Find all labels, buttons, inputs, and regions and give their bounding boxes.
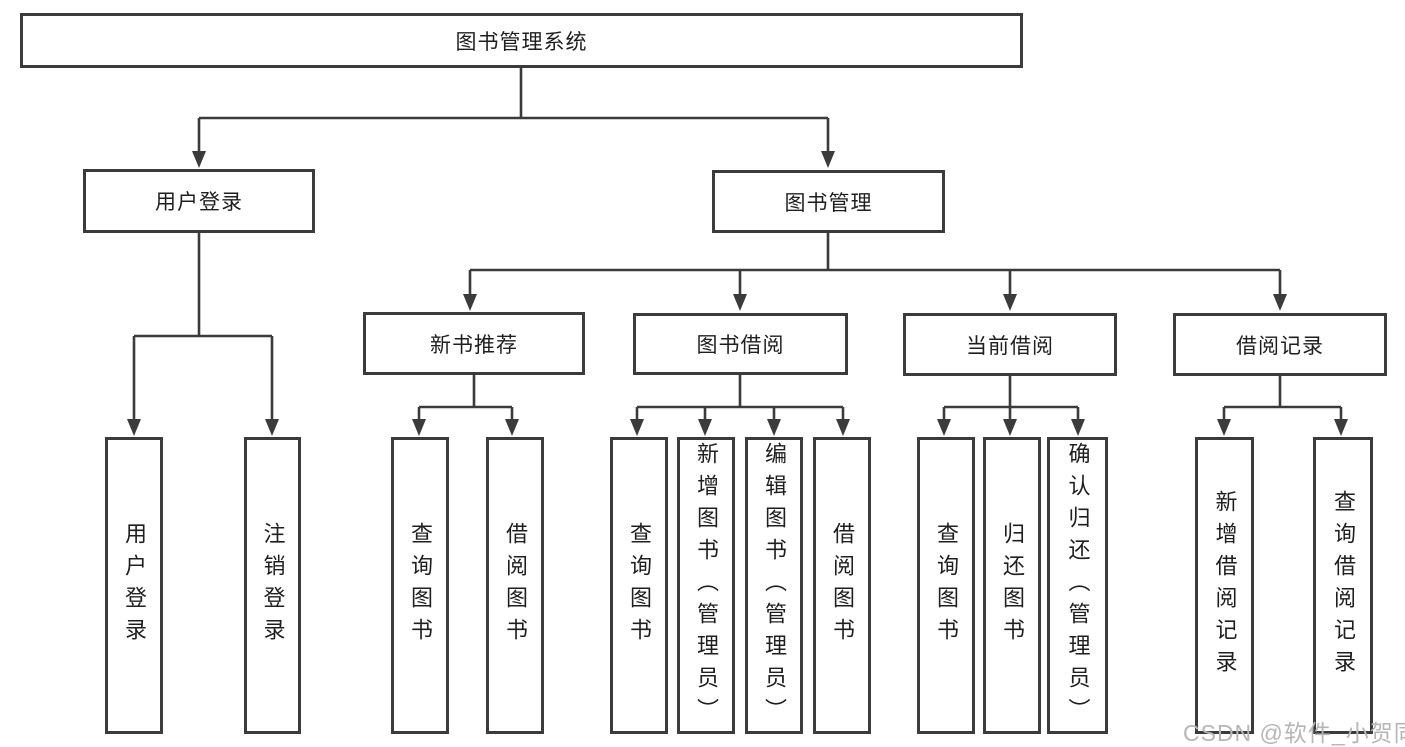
leaf-records-query-borrow-record-label: 查询借阅记录: [1331, 489, 1356, 682]
node-book-borrowing-label: 图书借阅: [696, 334, 785, 357]
leaf-logout: 注销登录: [244, 437, 301, 734]
node-new-book-recommendation: 新书推荐: [363, 312, 585, 375]
node-borrowing-records-label: 借阅记录: [1236, 334, 1324, 358]
connector-user-login-branch: [127, 233, 279, 436]
node-root-system: 图书管理系统: [20, 13, 1023, 68]
leaf-borrowing-borrow-books: 借阅图书: [813, 437, 871, 734]
leaf-records-query-borrow-record: 查询借阅记录: [1313, 437, 1373, 734]
node-book-management-label: 图书管理: [784, 191, 873, 215]
leaf-borrowing-query-books: 查询图书: [610, 437, 668, 734]
leaf-current-confirm-return-admin: 确认归还（管理员）: [1047, 437, 1108, 734]
connector-current-borrow-branch: [937, 375, 1085, 436]
node-book-management: 图书管理: [712, 170, 945, 233]
leaf-records-add-borrow-record: 新增借阅记录: [1195, 437, 1254, 734]
connector-book-mgmt-to-level3: [463, 233, 1287, 311]
connector-root-to-level2: [192, 68, 835, 168]
leaf-borrowing-add-books-admin-label: 新增图书（管理员）: [694, 441, 719, 730]
connector-book-borrow-branch: [630, 375, 850, 436]
leaf-newbook-borrow-books-label: 借阅图书: [503, 521, 528, 650]
connector-borrow-records-branch: [1217, 375, 1348, 436]
leaf-borrowing-edit-books-admin: 编辑图书（管理员）: [745, 437, 803, 734]
leaf-borrowing-add-books-admin: 新增图书（管理员）: [677, 437, 735, 734]
leaf-newbook-borrow-books: 借阅图书: [486, 437, 544, 734]
leaf-borrowing-edit-books-admin-label: 编辑图书（管理员）: [762, 441, 787, 730]
leaf-current-return-books: 归还图书: [983, 437, 1041, 734]
node-root-label: 图书管理系统: [455, 30, 588, 54]
leaf-current-query-books-label: 查询图书: [934, 521, 959, 650]
leaf-records-add-borrow-record-label: 新增借阅记录: [1212, 489, 1238, 682]
node-book-borrowing: 图书借阅: [633, 313, 848, 375]
leaf-newbook-query-books: 查询图书: [391, 437, 449, 734]
node-current-borrowing: 当前借阅: [903, 313, 1117, 376]
node-borrowing-records: 借阅记录: [1173, 313, 1387, 376]
leaf-current-query-books: 查询图书: [917, 437, 975, 734]
node-new-book-recommendation-label: 新书推荐: [430, 333, 518, 357]
leaf-borrowing-borrow-books-label: 借阅图书: [830, 521, 855, 650]
connector-new-book-branch: [412, 375, 519, 436]
csdn-watermark: CSDN @软件_小贺同学: [1183, 720, 1405, 746]
leaf-logout-label: 注销登录: [260, 521, 286, 650]
leaf-borrowing-query-books-label: 查询图书: [627, 521, 652, 650]
leaf-user-login-label: 用户登录: [122, 521, 147, 650]
node-user-login-label: 用户登录: [155, 191, 243, 214]
leaf-current-return-books-label: 归还图书: [1000, 521, 1025, 650]
node-current-borrowing-label: 当前借阅: [966, 334, 1054, 358]
node-user-login: 用户登录: [83, 169, 315, 233]
leaf-newbook-query-books-label: 查询图书: [408, 521, 433, 650]
leaf-current-confirm-return-admin-label: 确认归还（管理员）: [1065, 441, 1091, 730]
leaf-user-login: 用户登录: [105, 437, 163, 734]
